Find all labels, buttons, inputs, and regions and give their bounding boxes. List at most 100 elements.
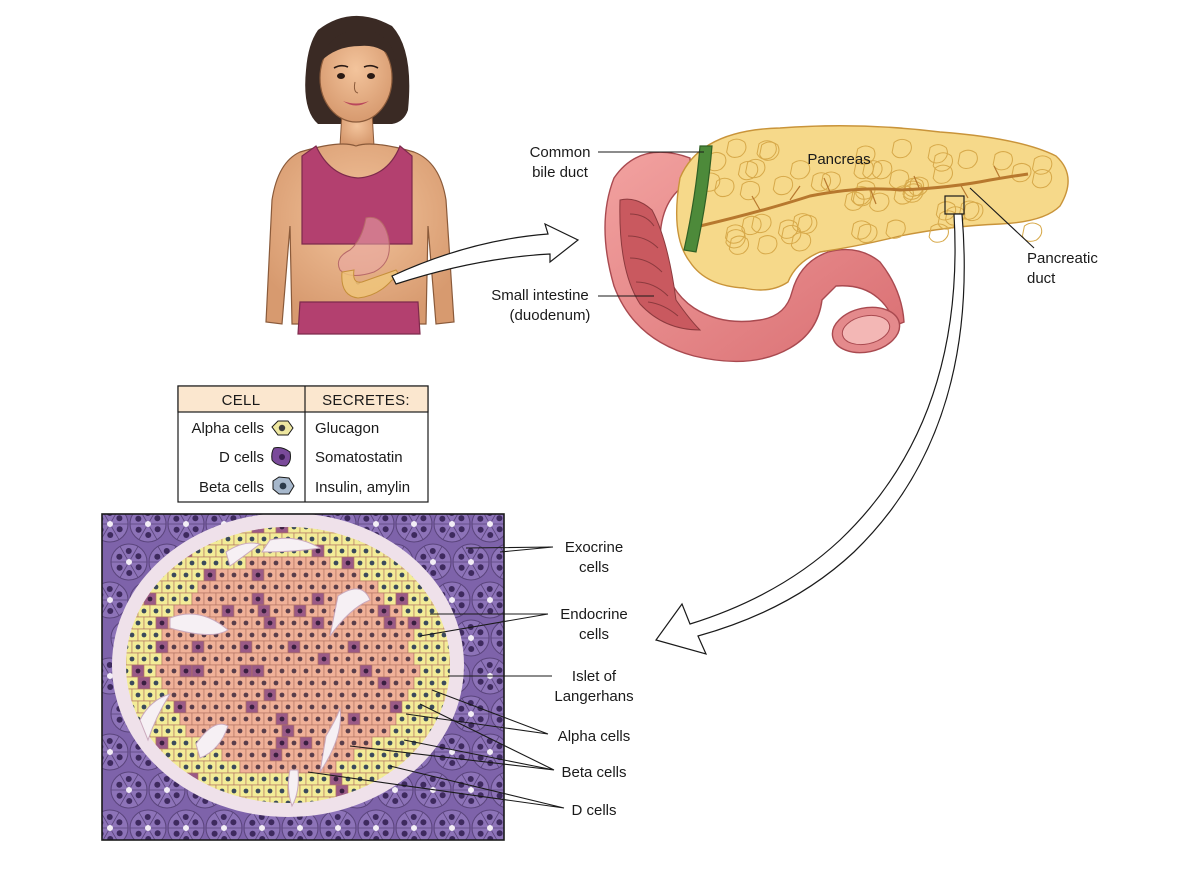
pancreas-lobule bbox=[790, 232, 812, 252]
label-d-cells: D cells bbox=[571, 802, 616, 819]
acinus bbox=[452, 771, 490, 809]
label-exocrine-cells: Exocrine bbox=[565, 539, 623, 556]
table-row-d-secretes: Somatostatin bbox=[315, 449, 403, 466]
pancreas-lobule bbox=[869, 192, 890, 212]
pancreas-lobule bbox=[726, 138, 747, 158]
table-header-secretes: SECRETES: bbox=[322, 392, 410, 409]
acinus bbox=[395, 514, 433, 543]
pancreas-lobule bbox=[957, 149, 978, 169]
acinus bbox=[452, 695, 490, 733]
common-bile-duct bbox=[683, 145, 713, 253]
pancreas-lobule bbox=[781, 224, 802, 245]
label-pancreatic-duct: Pancreatic bbox=[1027, 250, 1098, 267]
pancreas-lobule bbox=[891, 138, 912, 159]
label-small-intestine: Small intestine bbox=[491, 287, 589, 304]
label-endocrine-cells-2: cells bbox=[579, 626, 609, 643]
table-header-cell: CELL bbox=[222, 392, 261, 409]
islet-cell bbox=[293, 796, 307, 803]
acinus bbox=[102, 809, 129, 840]
pancreas bbox=[676, 125, 1069, 291]
label-endocrine-cells: Endocrine bbox=[560, 606, 628, 623]
acinus bbox=[110, 771, 148, 809]
acinus bbox=[433, 809, 471, 840]
pancreas-lobule bbox=[855, 145, 876, 165]
islet-cell bbox=[257, 796, 271, 803]
pancreas-lobule bbox=[706, 151, 727, 172]
pancreas-lobule bbox=[932, 152, 954, 172]
pancreas-lobule bbox=[888, 169, 910, 189]
pancreas-organ-group bbox=[604, 125, 1069, 363]
pancreas-lobule bbox=[992, 151, 1013, 171]
label-islet-2: Langerhans bbox=[554, 688, 633, 705]
table-row-beta-cell: Beta cells bbox=[199, 479, 264, 496]
pancreas-lobule bbox=[741, 215, 762, 236]
pancreas-lobule bbox=[853, 159, 874, 180]
secretion-table: CELL SECRETES: Alpha cells D cells Beta … bbox=[177, 385, 429, 503]
woman-figure bbox=[265, 15, 455, 335]
pancreas-lobule bbox=[751, 213, 772, 234]
label-pancreatic-duct-2: duct bbox=[1027, 270, 1056, 287]
pancreas-lobule bbox=[772, 175, 794, 196]
acinus bbox=[167, 809, 205, 840]
acinus bbox=[471, 809, 504, 840]
label-alpha-cells: Alpha cells bbox=[558, 728, 631, 745]
pancreatic-duct bbox=[699, 172, 1029, 228]
label-islet: Islet of bbox=[572, 668, 617, 685]
islet-cell bbox=[443, 664, 450, 678]
acinus bbox=[102, 514, 129, 543]
acinus bbox=[471, 581, 504, 619]
label-beta-cells: Beta cells bbox=[561, 764, 626, 781]
acinus bbox=[110, 543, 148, 581]
pancreas-lobule bbox=[1031, 155, 1053, 175]
acinus bbox=[471, 733, 504, 771]
table-row-alpha-secretes: Glucagon bbox=[315, 420, 379, 437]
acinus bbox=[395, 809, 433, 840]
acinus bbox=[471, 514, 504, 543]
pancreas-lobule bbox=[1011, 162, 1032, 183]
islet-cell bbox=[443, 640, 450, 654]
acinus bbox=[102, 581, 129, 619]
islet-cell bbox=[269, 796, 283, 803]
labels: Common bile duct Pancreas Pancreatic duc… bbox=[307, 144, 1098, 819]
table-row-beta-secretes: Insulin, amylin bbox=[315, 479, 410, 496]
pancreas-lobule bbox=[885, 219, 906, 239]
pancreas-lobule bbox=[756, 140, 777, 160]
table-row-d-cell: D cells bbox=[219, 449, 264, 466]
acinus bbox=[490, 620, 504, 656]
pancreas-lobule bbox=[928, 223, 949, 243]
pancreas-lobule bbox=[857, 223, 878, 244]
pancreas-lobule bbox=[810, 172, 832, 192]
table-row-alpha-cell: Alpha cells bbox=[191, 420, 264, 437]
pancreas-lobule bbox=[855, 180, 876, 200]
pancreas-lobule bbox=[789, 160, 811, 180]
label-small-intestine-2: (duodenum) bbox=[510, 307, 591, 324]
label-pancreas: Pancreas bbox=[807, 151, 870, 168]
islet-cell bbox=[281, 796, 295, 803]
label-common-bile-duct: Common bbox=[530, 144, 591, 161]
acinus bbox=[490, 544, 504, 580]
pancreas-lobule bbox=[903, 183, 924, 203]
label-exocrine-cells-2: cells bbox=[579, 559, 609, 576]
pancreas-lobule bbox=[862, 160, 883, 180]
zoom-arrow-organ bbox=[391, 222, 580, 285]
pancreas-lobule bbox=[944, 206, 966, 226]
pancreas-lobule bbox=[932, 164, 953, 184]
pancreas-lobule bbox=[1031, 168, 1053, 189]
pancreas-lobule bbox=[714, 177, 735, 198]
pancreas-lobule bbox=[777, 219, 799, 239]
pancreas-lobule bbox=[745, 158, 766, 179]
d-cell-icon bbox=[271, 447, 291, 467]
pancreas-lobule bbox=[739, 180, 761, 201]
acinus bbox=[433, 733, 471, 771]
beta-cell-icon bbox=[272, 476, 295, 495]
acinus bbox=[433, 514, 471, 543]
alpha-cell-icon bbox=[271, 420, 294, 436]
label-common-bile-duct-2: bile duct bbox=[532, 164, 589, 181]
pancreas-lobule bbox=[902, 180, 923, 200]
pancreas-lobule bbox=[927, 144, 948, 164]
pancreas-lobule bbox=[1021, 222, 1043, 242]
acinus bbox=[205, 809, 243, 840]
pancreas-lobule bbox=[851, 220, 872, 240]
acinus bbox=[357, 809, 395, 840]
